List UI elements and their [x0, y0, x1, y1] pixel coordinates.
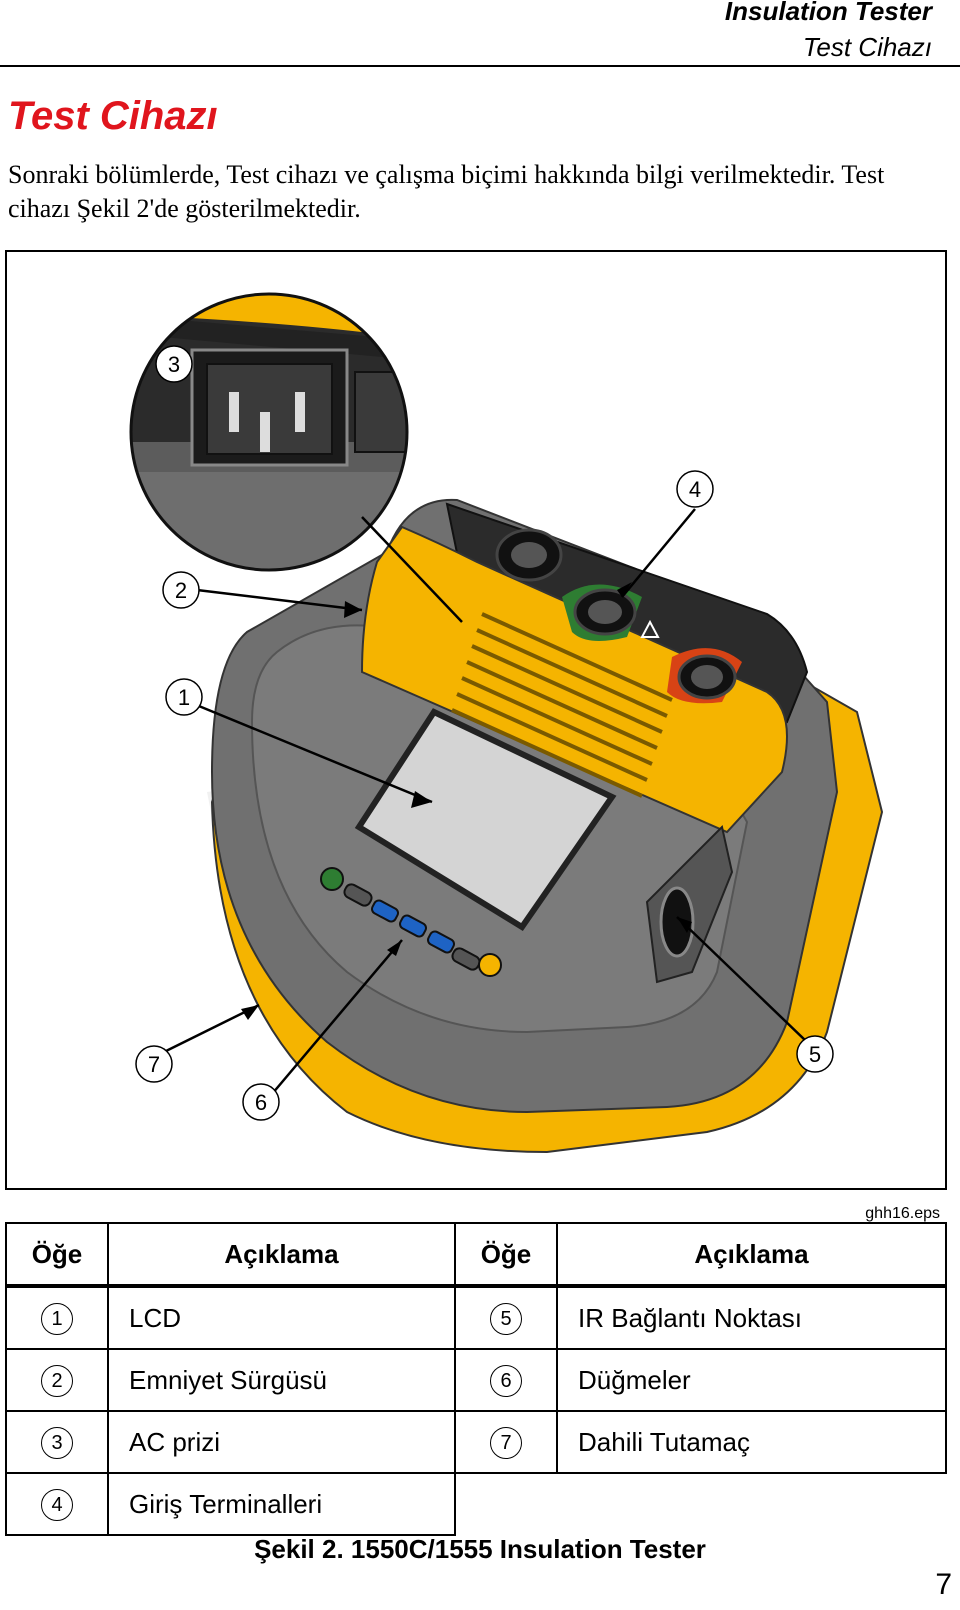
ac-inlet-detail [131, 294, 407, 570]
callout-4: 4 [676, 470, 714, 508]
table-row: 3 AC prizi 7 Dahili Tutamaç [5, 1410, 947, 1474]
callout-2: 2 [162, 571, 200, 609]
svg-text:2: 2 [175, 578, 187, 603]
item-description: Giriş Terminalleri [107, 1472, 456, 1536]
running-header-title: Insulation Tester [724, 0, 932, 26]
lcd-screen [354, 708, 617, 932]
ir-port [645, 825, 734, 984]
item-description: AC prizi [107, 1410, 456, 1474]
svg-text:1: 1 [178, 685, 190, 710]
item-number: 6 [490, 1365, 522, 1397]
input-terminals [495, 528, 742, 704]
item-description: LCD [107, 1285, 456, 1350]
col-header-description-2: Açıklama [556, 1222, 947, 1288]
svg-text:5: 5 [809, 1042, 821, 1067]
col-header-item-2: Öğe [454, 1222, 558, 1288]
item-number: 2 [41, 1365, 73, 1397]
item-description: Emniyet Sürgüsü [107, 1348, 456, 1412]
item-description: IR Bağlantı Noktası [556, 1285, 947, 1350]
table-row: 4 Giriş Terminalleri [5, 1472, 946, 1536]
callout-1: 1 [165, 678, 203, 716]
tester-figure: 1 2 3 4 5 6 7 [5, 250, 947, 1190]
svg-text:7: 7 [148, 1052, 160, 1077]
item-number: 4 [41, 1489, 73, 1521]
item-number: 5 [490, 1303, 522, 1335]
item-number: 3 [41, 1427, 73, 1459]
figure-file-code: ghh16.eps [865, 1205, 940, 1222]
table-row: 1 LCD 5 IR Bağlantı Noktası [5, 1285, 947, 1350]
legend-table: Öğe Açıklama Öğe Açıklama 1 LCD 5 IR Bağ… [5, 1222, 947, 1536]
item-description: Dahili Tutamaç [556, 1410, 947, 1474]
figure-caption: Şekil 2. 1550C/1555 Insulation Tester [254, 1534, 706, 1564]
tester-illustration: 1 2 3 4 5 6 7 [129, 292, 884, 1154]
col-header-item: Öğe [5, 1222, 109, 1288]
svg-text:3: 3 [168, 352, 180, 377]
callout-3: 3 [155, 345, 193, 383]
empty-cell [455, 1472, 557, 1535]
item-number: 7 [490, 1427, 522, 1459]
intro-paragraph: Sonraki bölümlerde, Test cihazı ve çalış… [8, 160, 885, 223]
callout-7: 7 [135, 1045, 173, 1083]
safety-shutter [360, 525, 788, 834]
page-number: 7 [935, 1568, 952, 1601]
running-header-subtitle: Test Cihazı [802, 32, 932, 62]
svg-text:6: 6 [255, 1090, 267, 1115]
table-row: 2 Emniyet Sürgüsü 6 Düğmeler [5, 1348, 947, 1412]
keypad [320, 867, 502, 977]
header-rule [0, 65, 960, 67]
col-header-description: Açıklama [107, 1222, 456, 1288]
svg-text:4: 4 [689, 477, 701, 502]
callout-6: 6 [242, 1083, 280, 1121]
section-title: Test Cihazı [8, 94, 218, 138]
callout-5: 5 [796, 1035, 834, 1073]
item-number: 1 [41, 1303, 73, 1335]
item-description: Düğmeler [556, 1348, 947, 1412]
empty-cell [557, 1472, 946, 1535]
